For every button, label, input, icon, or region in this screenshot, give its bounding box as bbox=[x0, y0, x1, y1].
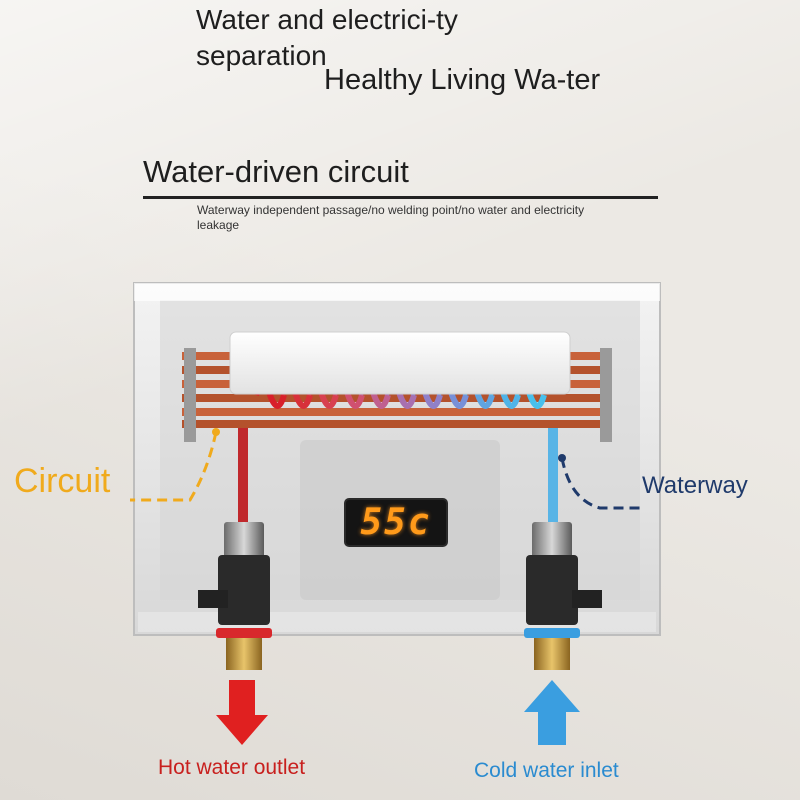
section-title: Water-driven circuit bbox=[143, 154, 409, 189]
cold-inlet-valve bbox=[524, 522, 602, 670]
circuit-label: Circuit bbox=[14, 462, 111, 500]
waterway-label: Waterway bbox=[642, 472, 748, 499]
title-underline bbox=[143, 196, 658, 199]
hot-outlet-arrow-icon bbox=[216, 680, 268, 745]
section-subtitle: Waterway independent passage/no welding … bbox=[197, 203, 585, 232]
headline-line-2: Healthy Living Wa-ter bbox=[324, 64, 601, 96]
temperature-readout: 55c bbox=[360, 502, 432, 543]
cold-pipe bbox=[548, 428, 558, 528]
circuit-callout-line bbox=[130, 431, 218, 502]
cold-inlet-arrow-icon bbox=[524, 680, 580, 745]
waterway-callout-dot bbox=[558, 454, 566, 462]
hot-pipe bbox=[238, 428, 248, 528]
hot-water-outlet-label: Hot water outlet bbox=[158, 756, 306, 779]
circuit-callout-dot bbox=[212, 428, 220, 436]
hot-outlet-valve bbox=[198, 522, 272, 670]
element-cover bbox=[229, 331, 571, 395]
headline-line-1: Water and electrici-ty separation bbox=[196, 4, 458, 71]
cold-water-inlet-label: Cold water inlet bbox=[474, 759, 619, 782]
waterway-callout-line bbox=[560, 457, 640, 510]
temperature-display: 55c bbox=[346, 500, 446, 545]
